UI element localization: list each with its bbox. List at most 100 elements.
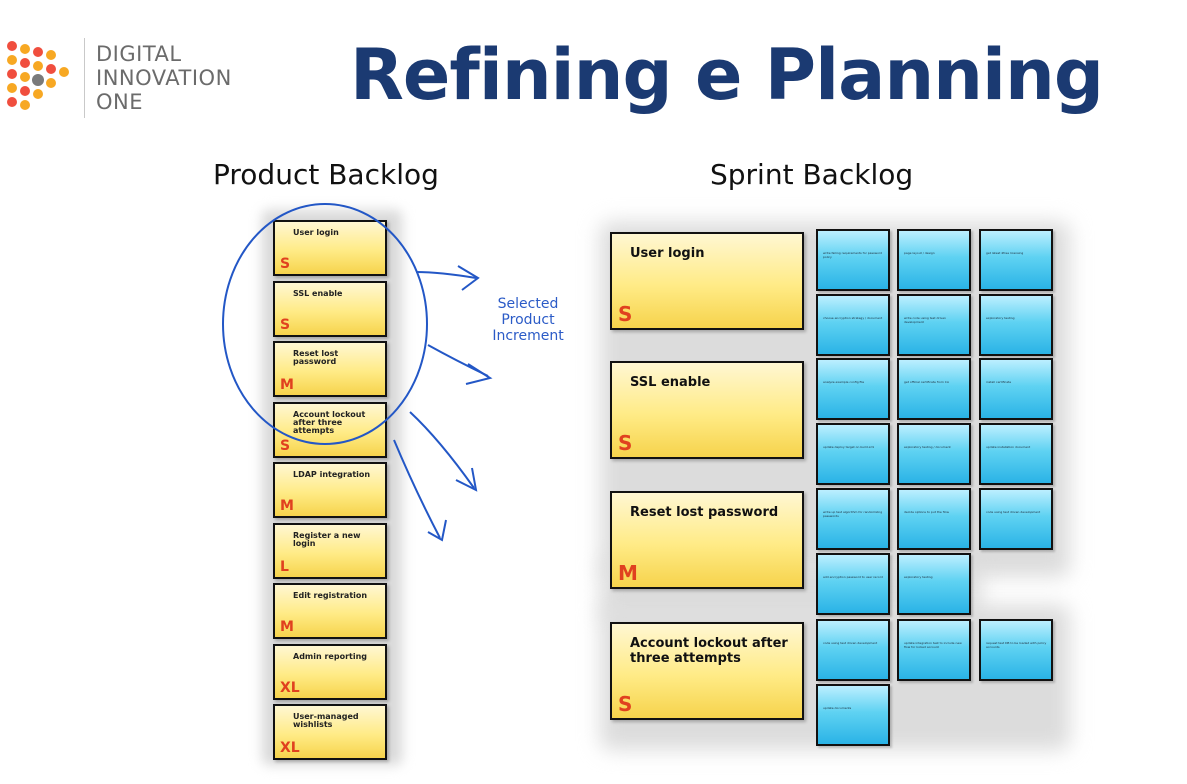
label-line: Increment — [492, 328, 564, 344]
task-card: write up test algorithm for randomizing … — [816, 488, 890, 550]
task-card: update installation document — [979, 423, 1053, 485]
task-card: exploratory testing — [979, 294, 1053, 356]
task-text: write code using test driven development — [904, 316, 946, 324]
task-text: install certificate — [986, 380, 1012, 384]
backlog-item-size: S — [280, 437, 291, 454]
logo-dot — [46, 64, 56, 74]
task-text: add encryption password to user record — [823, 575, 883, 579]
task-card: exploratory testing — [897, 553, 971, 615]
task-card: code using test driven development — [979, 488, 1053, 550]
task-text: choose encryption strategy / document — [823, 316, 883, 320]
task-text: exploratory testing / document — [904, 445, 951, 449]
brand-line-2: INNOVATION — [96, 66, 232, 90]
task-text: update deploy target on build.xml — [823, 445, 875, 449]
sprint-story-size: M — [618, 561, 638, 585]
brand-name: DIGITAL INNOVATION ONE — [96, 42, 232, 114]
task-card: install certificate — [979, 358, 1053, 420]
task-text: write failing requirements for password … — [823, 251, 882, 259]
task-text: code using test driven development — [823, 641, 878, 645]
task-text: decide options to put the flow — [904, 510, 949, 514]
logo-dot — [46, 78, 56, 88]
task-card: write failing requirements for password … — [816, 229, 890, 291]
sprint-story-title: User login — [630, 246, 705, 261]
task-card: choose encryption strategy / document — [816, 294, 890, 356]
brand-line-3: ONE — [96, 90, 144, 114]
logo-dot — [7, 69, 17, 79]
backlog-item-size: XL — [280, 740, 300, 756]
sprint-story-title: SSL enable — [630, 375, 711, 390]
task-text: get latest 4free licensing — [986, 251, 1024, 255]
product-backlog-heading: Product Backlog — [213, 158, 439, 191]
task-card: page layout / design — [897, 229, 971, 291]
backlog-item-title: Account lockout after three attempts — [293, 409, 366, 435]
backlog-item-size: S — [280, 256, 291, 272]
sprint-backlog-heading: Sprint Backlog — [710, 158, 914, 191]
task-text: get official certificate from CA — [904, 380, 949, 384]
logo-dot — [20, 44, 30, 54]
logo-dot — [59, 67, 69, 77]
backlog-item-title: SSL enable — [293, 288, 343, 298]
backlog-item-title: Edit registration — [293, 591, 368, 600]
logo-dot — [32, 74, 44, 86]
backlog-item-size: M — [280, 498, 294, 514]
logo-dot — [7, 41, 17, 51]
task-card: get official certificate from CA — [897, 358, 971, 420]
logo-dot — [20, 58, 30, 68]
task-card: add encryption password to user record — [816, 553, 890, 615]
task-text: write up test algorithm for randomizing … — [823, 510, 883, 518]
backlog-item-title: Admin reporting — [293, 651, 368, 661]
logo-dot — [46, 50, 56, 60]
logo-dot — [33, 61, 43, 71]
page-title: Refining e Planning — [350, 34, 1104, 116]
logo-dot — [7, 55, 17, 65]
task-text: update documents — [823, 706, 852, 710]
label-line: Product — [501, 312, 555, 328]
backlog-item-size: XL — [280, 679, 300, 696]
sprint-story-size: S — [618, 302, 633, 326]
task-text: request test DB to be loaded with policy… — [986, 641, 1047, 649]
label-line: Selected — [497, 296, 559, 312]
arrow-icon — [409, 411, 478, 492]
task-card: request test DB to be loaded with policy… — [979, 619, 1053, 681]
logo-dot — [33, 89, 43, 99]
backlog-item-title: LDAP integration — [293, 470, 371, 479]
brand-dots-icon — [7, 41, 69, 110]
logo-dot — [20, 100, 30, 110]
backlog-item-title: Register a new login — [293, 530, 361, 548]
task-text: update integration test to include new f… — [904, 641, 962, 649]
backlog-item-title: Reset lost password — [293, 349, 339, 366]
task-text: exploratory testing — [904, 575, 933, 579]
sprint-story-size: S — [618, 431, 633, 455]
backlog-item-size: L — [280, 558, 289, 575]
backlog-item-title: User-managed wishlists — [293, 712, 359, 729]
arrow-icon — [415, 265, 480, 291]
task-card: get latest 4free licensing — [979, 229, 1053, 291]
task-card: update deploy target on build.xml — [816, 423, 890, 485]
backlog-item-size: M — [280, 619, 294, 635]
logo-divider — [84, 38, 85, 118]
logo-dot — [33, 47, 43, 57]
backlog-item-title: User login — [293, 228, 339, 237]
task-text: page layout / design — [904, 251, 935, 255]
backlog-item-size: S — [280, 316, 291, 333]
task-card: write code using test driven development — [897, 294, 971, 356]
logo-dot — [20, 86, 30, 96]
sprint-story-size: S — [618, 692, 633, 716]
task-text: update installation document — [986, 445, 1031, 449]
task-card: analyze example config file — [816, 358, 890, 420]
arrow-icon — [427, 344, 493, 385]
logo-dot — [20, 72, 30, 82]
logo-dot — [7, 83, 17, 93]
task-card: code using test driven development — [816, 619, 890, 681]
